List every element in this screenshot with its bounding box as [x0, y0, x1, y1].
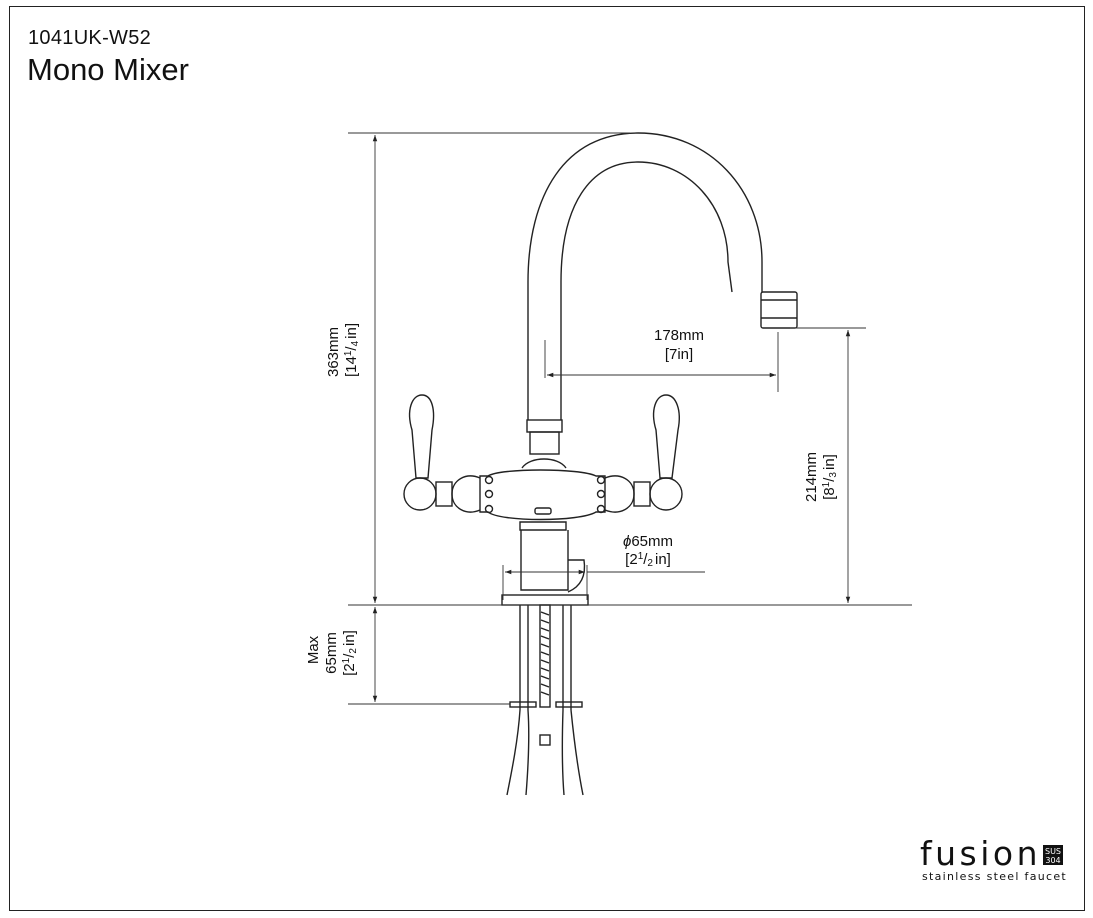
spout-inner	[560, 161, 733, 420]
lever-left	[408, 394, 435, 479]
sus-badge	[1043, 845, 1063, 865]
base-plate	[501, 594, 589, 606]
aerator	[760, 291, 798, 329]
label-spout-height-imperial: [81/3in]	[821, 454, 839, 500]
label-reach-imperial: [7in]	[665, 346, 693, 363]
valve-body	[479, 469, 606, 521]
spout-outer	[527, 132, 763, 420]
brand-name: fusion	[920, 834, 1041, 873]
label-reach: 178mm	[654, 327, 704, 344]
product-title: Mono Mixer	[27, 52, 189, 87]
model-code: 1041UK-W52	[28, 27, 152, 49]
brand-tagline: stainless steel faucet	[922, 870, 1067, 883]
lever-right	[652, 394, 680, 479]
drawing-frame	[9, 6, 1085, 911]
faucet-illustration	[403, 132, 798, 796]
label-base-diameter: ϕ65mm	[623, 533, 673, 550]
svg-text:SUS: SUS	[1045, 847, 1061, 856]
label-max-imperial: [21/2in]	[341, 630, 359, 676]
brand-logo: fusion SUS 304 stainless steel faucet	[920, 834, 1067, 883]
label-total-height: 363mm	[325, 327, 342, 377]
svg-text:304: 304	[1045, 856, 1060, 865]
label-spout-height: 214mm	[803, 452, 820, 502]
label-max: Max	[305, 635, 322, 664]
dimension-lines	[348, 132, 912, 705]
label-total-height-imperial: [141/4in]	[343, 323, 361, 377]
label-max-metric: 65mm	[323, 632, 340, 674]
